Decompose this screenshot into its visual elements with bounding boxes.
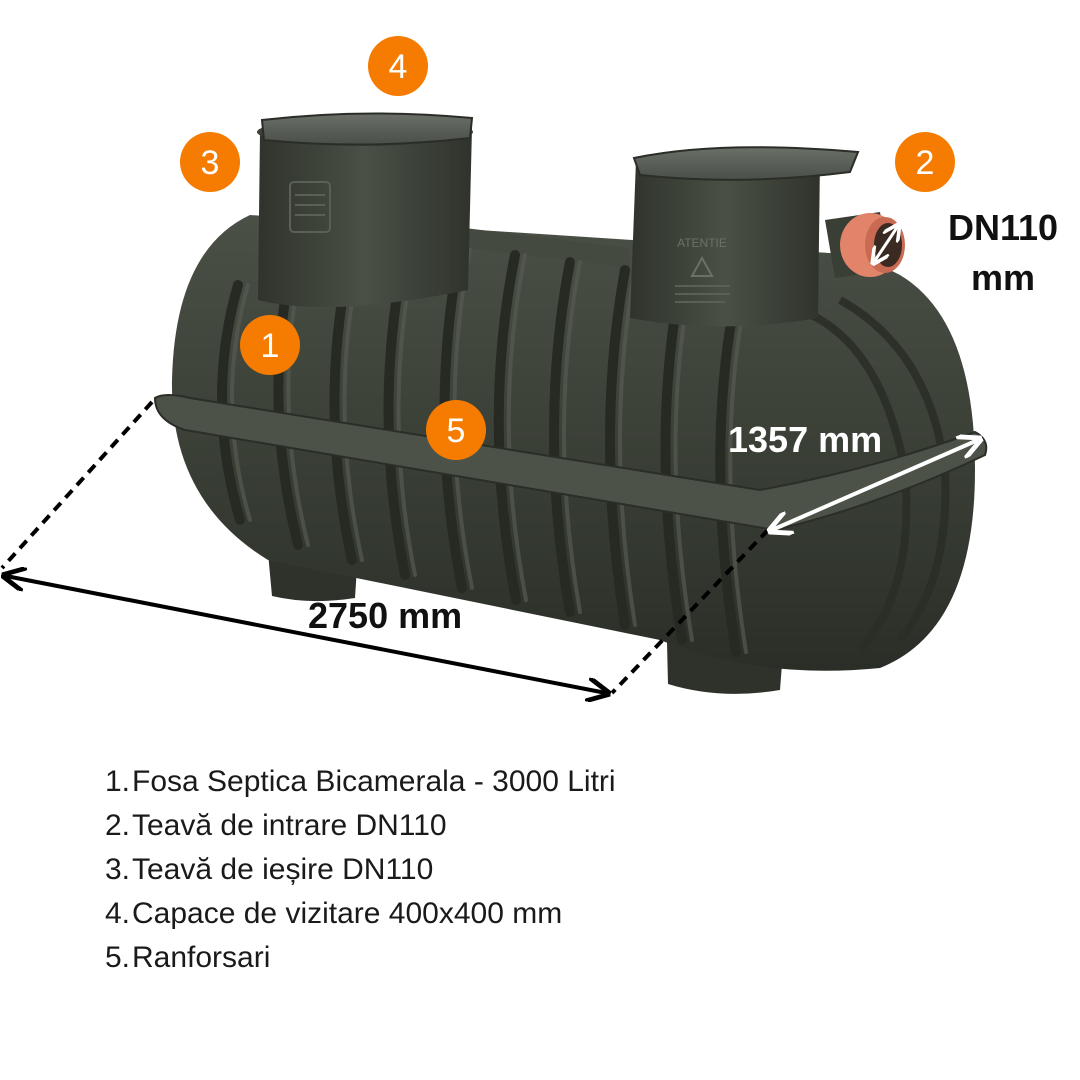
legend-item-1: 1.Fosa Septica Bicamerala - 3000 Litri <box>100 760 616 804</box>
badge-4: 4 <box>368 36 428 96</box>
badge-3: 3 <box>180 132 240 192</box>
dimension-width: 1357 mm <box>728 419 978 530</box>
legend-list: 1.Fosa Septica Bicamerala - 3000 Litri 2… <box>100 760 616 980</box>
legend-item-text: Fosa Septica Bicamerala - 3000 Litri <box>132 765 616 798</box>
warning-icon <box>690 255 714 277</box>
legend-item-4: 4.Capace de vizitare 400x400 mm <box>100 892 616 936</box>
inspection-lid-left <box>260 112 474 146</box>
access-tower-left <box>257 112 474 308</box>
legend-item-number: 1. <box>104 765 130 798</box>
access-tower-right: ATENTIE <box>630 146 860 327</box>
badge-3-label: 3 <box>201 144 220 182</box>
legend-item-number: 3. <box>104 853 130 886</box>
legend-item-text: Teavă de ieșire DN110 <box>132 853 434 886</box>
inlet-pipe <box>825 212 905 278</box>
legend-item-3: 3.Teavă de ieșire DN110 <box>100 848 616 892</box>
inspection-lid-right <box>632 146 860 181</box>
dimension-inlet: DN110 mm <box>874 207 1058 298</box>
badge-5: 5 <box>426 400 486 460</box>
tank-body <box>171 215 975 671</box>
inlet-label-line1: DN110 <box>948 207 1058 248</box>
length-arrow <box>6 576 606 693</box>
badge-2: 2 <box>895 132 955 192</box>
legend-item-5: 5.Ranforsari <box>100 936 616 980</box>
badge-1-label: 1 <box>261 327 280 365</box>
width-arrow <box>772 440 978 530</box>
legend-item-text: Capace de vizitare 400x400 mm <box>132 897 563 930</box>
badge-1: 1 <box>240 315 300 375</box>
legend-item-2: 2.Teavă de intrare DN110 <box>100 804 616 848</box>
tank-ribs <box>217 245 741 657</box>
legend-item-number: 2. <box>104 809 130 842</box>
legend-item-text: Teavă de intrare DN110 <box>132 809 447 842</box>
tower-left-emboss <box>289 181 331 233</box>
inlet-arrow <box>874 226 898 262</box>
tank-top-strip <box>440 225 630 268</box>
badge-2-label: 2 <box>916 144 935 182</box>
badge-5-label: 5 <box>447 412 466 450</box>
badge-4-label: 4 <box>389 48 408 86</box>
dimension-length: 2750 mm <box>2 400 770 693</box>
warning-text: ATENTIE <box>677 236 727 250</box>
width-label: 1357 mm <box>728 419 882 460</box>
legend-item-text: Ranforsari <box>132 941 271 974</box>
legend-item-number: 5. <box>104 941 130 974</box>
inlet-label-line2: mm <box>971 257 1035 298</box>
tank: ATENTIE <box>153 112 988 694</box>
length-label: 2750 mm <box>308 595 462 636</box>
legend-item-number: 4. <box>104 897 130 930</box>
